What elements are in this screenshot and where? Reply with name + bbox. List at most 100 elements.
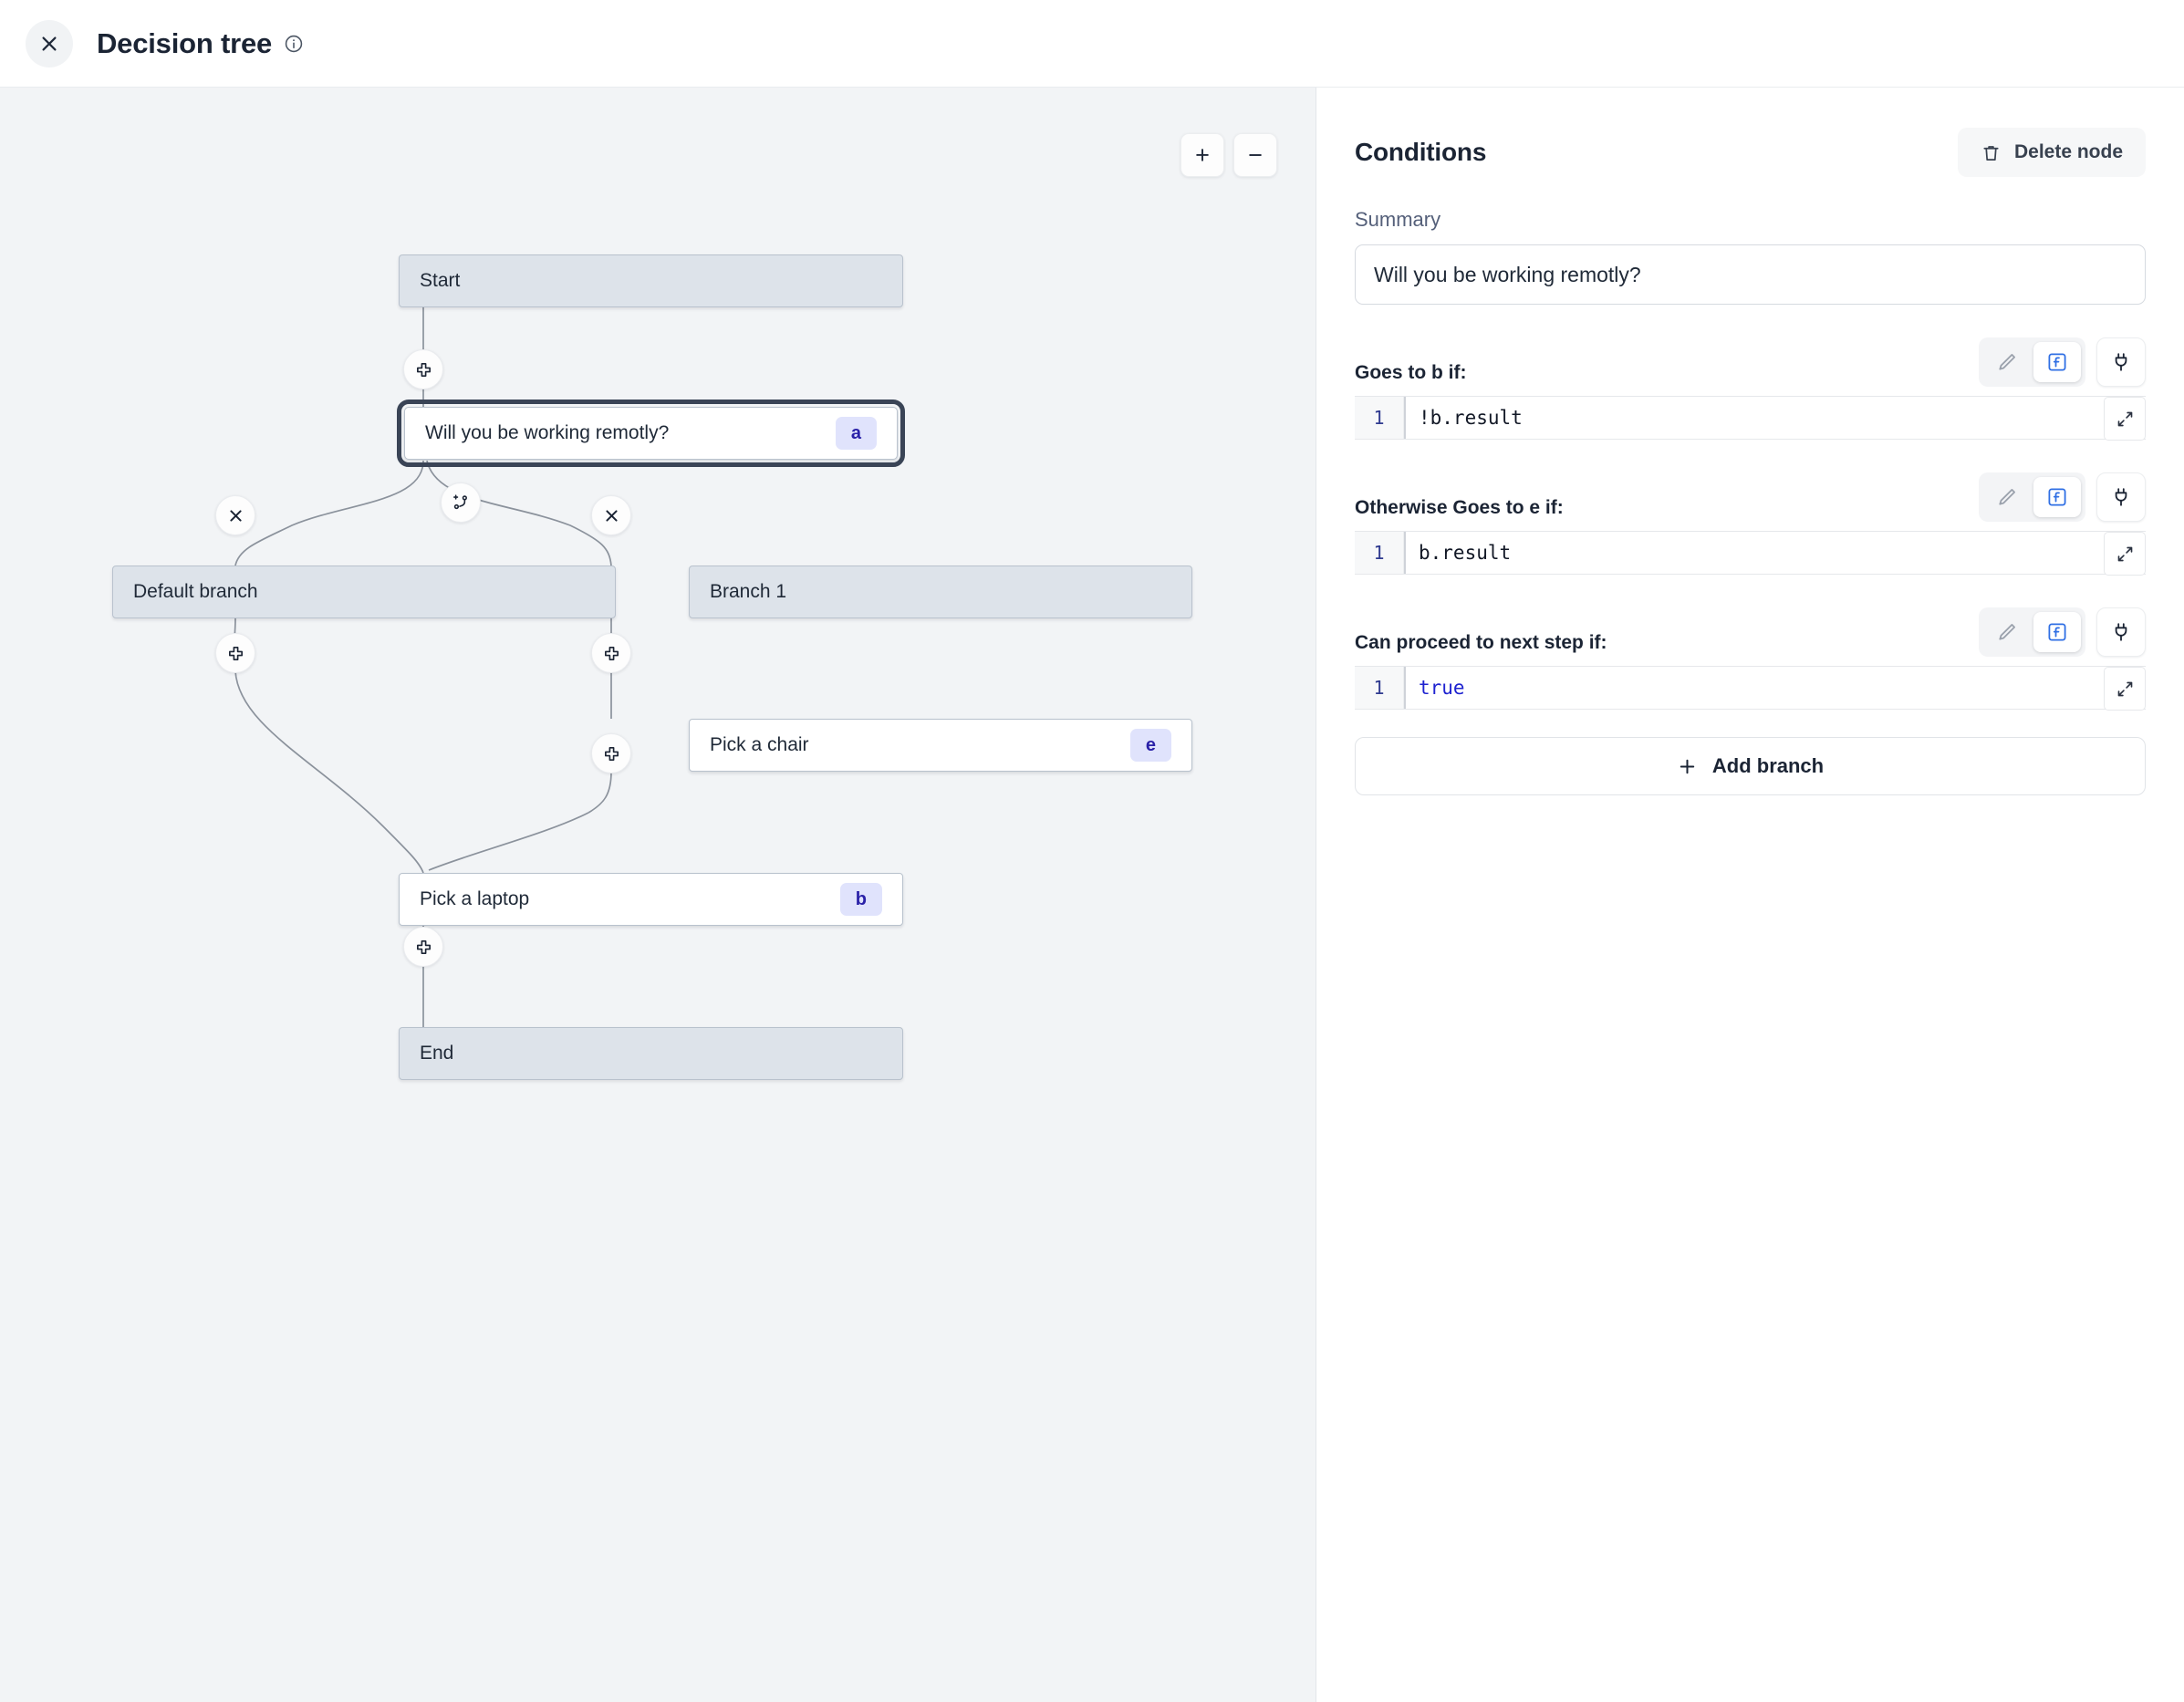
- edit-mode-button[interactable]: [1983, 612, 2031, 652]
- flow-node-a[interactable]: Will you be working remotly? a: [397, 400, 905, 467]
- flow-node-end[interactable]: End: [399, 1027, 903, 1080]
- add-node-icon: [416, 939, 431, 954]
- flow-node-e[interactable]: Pick a chair e: [689, 719, 1192, 772]
- zoom-out-button[interactable]: −: [1233, 133, 1277, 177]
- condition-label: Can proceed to next step if:: [1355, 632, 1607, 653]
- condition-header: Otherwise Goes to e if:: [1355, 472, 2146, 522]
- flow-node-label: End: [420, 1043, 454, 1064]
- panel-title: Conditions: [1355, 138, 1487, 166]
- app-header: Decision tree: [0, 0, 2184, 88]
- info-icon[interactable]: [284, 34, 304, 54]
- info-circle-icon: [285, 35, 303, 52]
- add-node-handle-default[interactable]: [215, 633, 255, 673]
- close-icon: [605, 509, 618, 522]
- add-node-icon: [604, 646, 619, 660]
- expand-editor-button[interactable]: [2104, 532, 2146, 576]
- condition-block: Goes to b if: 1!b.result: [1355, 337, 2146, 441]
- code-line-text[interactable]: true: [1404, 667, 2146, 709]
- code-line-number: 1: [1355, 667, 1404, 709]
- add-node-handle-start-to-a[interactable]: [403, 349, 443, 389]
- flow-node-b[interactable]: Pick a laptop b: [399, 873, 903, 926]
- flow-node-label: Pick a laptop: [420, 888, 530, 909]
- delete-node-label: Delete node: [2013, 141, 2123, 162]
- flow-node-badge: a: [835, 417, 877, 450]
- flow-canvas[interactable]: + −: [0, 88, 1316, 1702]
- expand-icon: [2117, 546, 2132, 561]
- edit-mode-button[interactable]: [1983, 477, 2031, 517]
- add-branch-icon: [452, 493, 467, 509]
- close-icon: [229, 509, 242, 522]
- code-line-number: 1: [1355, 532, 1404, 574]
- function-mode-button[interactable]: [2033, 477, 2081, 517]
- editor-mode-toggle: [1979, 607, 2085, 657]
- delete-node-button[interactable]: Delete node: [1957, 128, 2146, 177]
- plug-icon: [2115, 623, 2127, 641]
- flow-node-start[interactable]: Start: [399, 254, 903, 307]
- function-icon: [2048, 623, 2066, 641]
- panel-header: Conditions Delete node: [1355, 128, 2146, 177]
- plug-icon: [2115, 353, 2127, 371]
- connect-plug-button[interactable]: [2096, 607, 2146, 657]
- expand-icon: [2117, 411, 2132, 426]
- function-icon: [2048, 353, 2066, 371]
- zoom-in-button[interactable]: +: [1180, 133, 1224, 177]
- add-branch-button[interactable]: Add branch: [1355, 737, 2146, 795]
- flow-handles-layer: [0, 88, 1316, 1702]
- condition-header: Goes to b if:: [1355, 337, 2146, 387]
- summary-label: Summary: [1355, 208, 1441, 231]
- close-button[interactable]: [26, 19, 73, 67]
- add-node-icon: [604, 746, 619, 761]
- flow-node-badge: b: [839, 883, 882, 916]
- condition-header: Can proceed to next step if:: [1355, 607, 2146, 657]
- plug-icon: [2115, 488, 2127, 506]
- expand-editor-button[interactable]: [2104, 667, 2146, 711]
- add-node-handle-branch1[interactable]: [591, 633, 631, 673]
- flow-node-label: Branch 1: [710, 581, 787, 602]
- pencil-icon: [1999, 624, 2015, 640]
- close-icon: [42, 36, 57, 51]
- delete-branch-handle-default[interactable]: [215, 495, 255, 535]
- add-branch-label: Add branch: [1711, 754, 1825, 777]
- delete-branch-handle-1[interactable]: [591, 495, 631, 535]
- flow-node-label: Start: [420, 270, 461, 291]
- summary-input[interactable]: [1355, 244, 2146, 305]
- connect-plug-button[interactable]: [2096, 472, 2146, 522]
- flow-node-label: Pick a chair: [710, 734, 809, 755]
- code-line-number: 1: [1355, 397, 1404, 439]
- expand-editor-button[interactable]: [2104, 397, 2146, 441]
- main-body: + −: [0, 88, 2184, 1702]
- condition-tools: [1979, 472, 2146, 522]
- edit-mode-button[interactable]: [1983, 342, 2031, 382]
- flow-node-label: Will you be working remotly?: [425, 422, 670, 443]
- condition-label: Otherwise Goes to e if:: [1355, 497, 1564, 518]
- editor-mode-toggle: [1979, 472, 2085, 522]
- function-mode-button[interactable]: [2033, 612, 2081, 652]
- add-node-icon: [228, 646, 243, 660]
- condition-tools: [1979, 337, 2146, 387]
- add-branch-handle[interactable]: [441, 483, 481, 523]
- connect-plug-button[interactable]: [2096, 337, 2146, 387]
- trash-icon: [1983, 145, 1999, 161]
- flow-node-branch1[interactable]: Branch 1: [689, 566, 1192, 618]
- condition-label: Goes to b if:: [1355, 362, 1467, 383]
- code-line-text[interactable]: !b.result: [1404, 397, 2146, 439]
- editor-mode-toggle: [1979, 337, 2085, 387]
- code-line-text[interactable]: b.result: [1404, 532, 2146, 574]
- code-editor[interactable]: 1!b.result: [1355, 396, 2146, 441]
- add-node-handle-b-to-end[interactable]: [403, 927, 443, 967]
- function-mode-button[interactable]: [2033, 342, 2081, 382]
- pencil-icon: [1999, 489, 2015, 505]
- flow-node-badge: e: [1129, 729, 1171, 762]
- flow-node-defaultbranch[interactable]: Default branch: [112, 566, 616, 618]
- properties-panel: Conditions Delete node Summary Goes to b…: [1316, 88, 2184, 1702]
- page-title: Decision tree: [97, 26, 273, 59]
- add-node-icon: [416, 362, 431, 377]
- plus-icon: [1680, 759, 1695, 773]
- add-node-handle-e-to-b[interactable]: [591, 733, 631, 773]
